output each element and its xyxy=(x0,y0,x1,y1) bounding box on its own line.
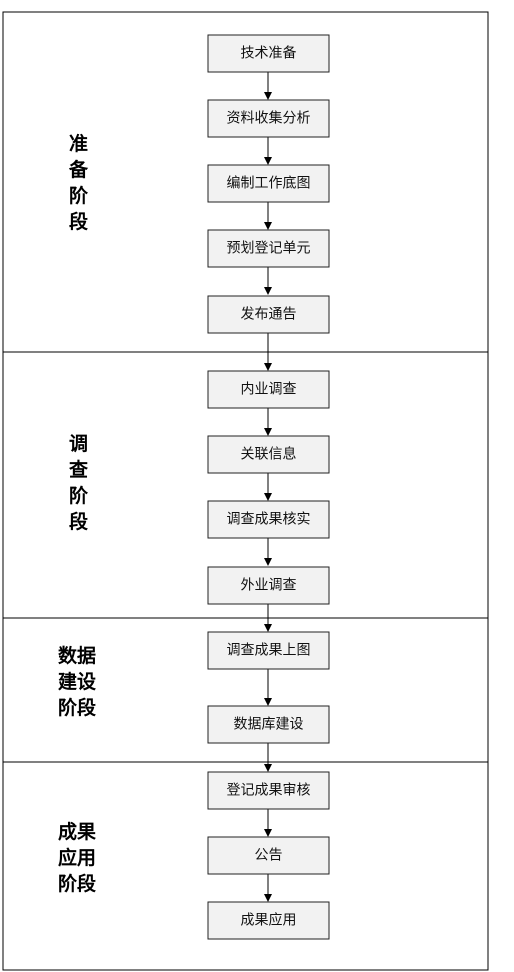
step-data-collection: 资料收集分析 xyxy=(207,99,330,138)
step-office-survey: 内业调查 xyxy=(207,370,330,409)
connectors xyxy=(264,72,272,902)
step-link-information: 关联信息 xyxy=(207,435,330,474)
step-label: 数据库建设 xyxy=(234,717,304,733)
step-apply-results: 成果应用 xyxy=(207,901,330,940)
step-field-survey: 外业调查 xyxy=(207,566,330,605)
step-label: 内业调查 xyxy=(241,382,297,398)
stage-label-line: 段 xyxy=(69,510,89,533)
arrow-head xyxy=(264,698,272,706)
step-registration-units: 预划登记单元 xyxy=(207,229,330,268)
step-database-building: 数据库建设 xyxy=(207,705,330,744)
step-verify-results: 调查成果核实 xyxy=(207,500,330,539)
arrow-head xyxy=(264,363,272,371)
arrow-head xyxy=(264,222,272,230)
step-technical-preparation: 技术准备 xyxy=(207,34,330,73)
step-box xyxy=(207,705,330,744)
step-announcement: 公告 xyxy=(207,836,330,875)
stage-label-result-application: 成果 应用 阶段 xyxy=(58,820,97,895)
step-base-map: 编制工作底图 xyxy=(207,164,330,203)
step-box xyxy=(207,164,330,203)
step-box xyxy=(207,901,330,940)
step-label: 调查成果核实 xyxy=(227,512,311,528)
stage-label-line: 建设 xyxy=(58,670,96,693)
step-box xyxy=(207,435,330,474)
arrow-head xyxy=(264,157,272,165)
stage-label-line: 调 xyxy=(69,433,88,455)
arrow-head xyxy=(264,92,272,100)
step-label: 成果应用 xyxy=(241,912,297,929)
step-label: 预划登记单元 xyxy=(227,241,311,257)
step-label: 外业调查 xyxy=(241,578,297,594)
arrow-head xyxy=(264,764,272,772)
step-box xyxy=(207,836,330,875)
stage-label-preparation: 准 备 阶 段 xyxy=(68,133,89,233)
step-box xyxy=(207,370,330,409)
step-box xyxy=(207,631,330,670)
step-box xyxy=(207,34,330,73)
step-box xyxy=(207,295,330,334)
arrow-head xyxy=(264,829,272,837)
step-label: 发布通告 xyxy=(241,307,297,323)
stage-label-line: 准 xyxy=(69,133,88,155)
step-box xyxy=(207,229,330,268)
step-box xyxy=(207,566,330,605)
step-label: 技术准备 xyxy=(241,45,297,62)
arrow-head xyxy=(264,624,272,632)
stage-label-line: 备 xyxy=(68,158,89,181)
stage-label-survey: 调 查 阶 段 xyxy=(68,433,89,533)
step-label: 关联信息 xyxy=(241,446,297,463)
step-label: 编制工作底图 xyxy=(227,176,311,192)
arrow-head xyxy=(264,428,272,436)
step-review-results: 登记成果审核 xyxy=(207,771,330,810)
step-map-results: 调查成果上图 xyxy=(207,631,330,670)
step-label: 资料收集分析 xyxy=(227,110,311,127)
stage-label-line: 段 xyxy=(69,210,89,233)
stage-label-line: 阶段 xyxy=(58,872,97,895)
arrow-head xyxy=(264,894,272,902)
stage-label-line: 数据 xyxy=(58,644,96,667)
step-box xyxy=(207,500,330,539)
stage-label-line: 查 xyxy=(68,458,89,481)
stage-label-line: 成果 xyxy=(58,820,96,843)
step-box xyxy=(207,771,330,810)
arrow-head xyxy=(264,493,272,501)
stage-label-line: 应用 xyxy=(58,846,96,869)
step-publish-notice: 发布通告 xyxy=(207,295,330,334)
arrow-head xyxy=(264,558,272,566)
step-label: 公告 xyxy=(255,848,283,864)
step-label: 调查成果上图 xyxy=(227,643,311,659)
stage-label-line: 阶段 xyxy=(58,696,97,719)
step-box xyxy=(207,99,330,138)
outer-frame xyxy=(2,11,489,971)
stage-label-line: 阶 xyxy=(69,184,89,207)
step-label: 登记成果审核 xyxy=(227,783,311,799)
arrow-head xyxy=(264,287,272,295)
stage-label-line: 阶 xyxy=(69,484,89,507)
stage-label-data-building: 数据 建设 阶段 xyxy=(58,644,97,719)
